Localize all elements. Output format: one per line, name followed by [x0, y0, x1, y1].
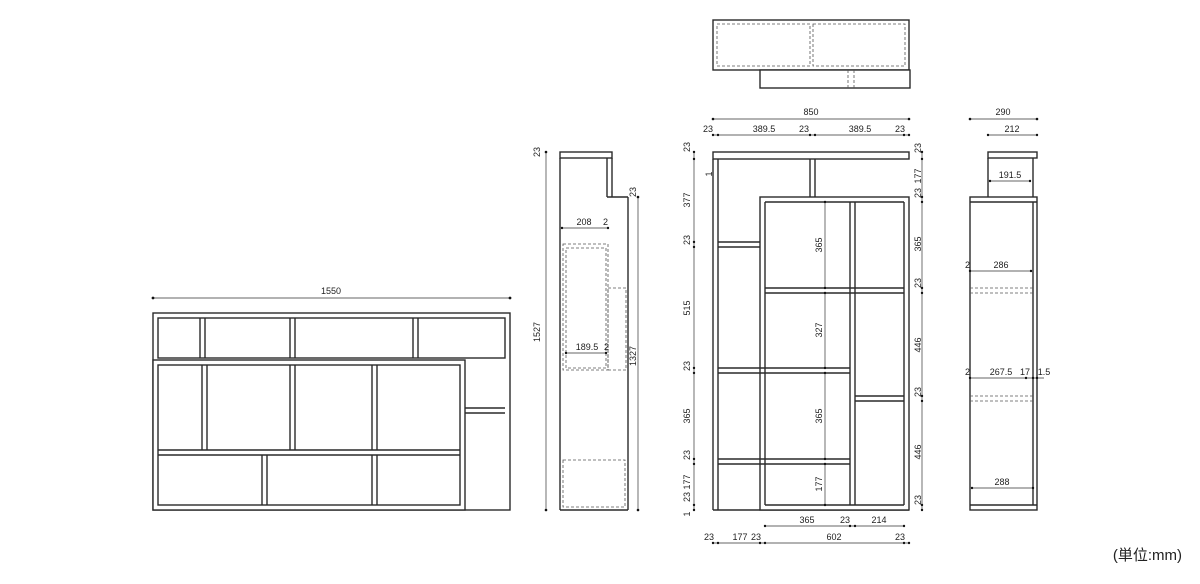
elev-right-dim-8: 23	[913, 495, 923, 505]
rs-shelf2-b-label: 1.5	[1038, 367, 1051, 377]
elev-bottom-inner-2: 214	[871, 515, 886, 525]
elev-bottom-0: 23	[704, 532, 714, 542]
elev-left-dim-5: 365	[682, 408, 692, 423]
elev-right-dim-7: 446	[913, 444, 923, 459]
rs-top-inner-label: 191.5	[999, 170, 1022, 180]
side-upper-gap-label: 2	[603, 217, 608, 227]
side-lower-depth-label: 189.5	[576, 342, 599, 352]
side-view: 23 1527 23 1327 208 2 189.5 2	[532, 147, 640, 512]
elevation-top-left-label: 23	[703, 124, 713, 134]
elev-right-dim-6: 23	[913, 387, 923, 397]
elevation-view: 850 23 389.5 23 389.5 23	[682, 107, 924, 545]
elev-right-dim-0: 23	[913, 143, 923, 153]
elev-left-dim-4: 23	[682, 361, 692, 371]
elev-right-dim-3: 365	[913, 236, 923, 251]
elev-bottom-4: 23	[895, 532, 905, 542]
front-view: 1550	[151, 286, 512, 511]
elev-left-dim-8: 177	[682, 474, 692, 489]
unit-label: (単位:mm)	[1113, 547, 1182, 564]
elev-left-dim-2: 23	[682, 235, 692, 245]
right-side-view: 290 212 191.5 2 286 2 267.5 17 1.5 288	[965, 107, 1051, 511]
elev-inner-dim-2: 365	[814, 408, 824, 423]
rs-shelf2-gap-left-label: 2	[965, 367, 970, 377]
side-inner-height-label: 1327	[628, 346, 638, 366]
rs-shelf2-label: 267.5	[990, 367, 1013, 377]
elev-inner-dim-3: 177	[814, 476, 824, 491]
elevation-mid-label: 23	[799, 124, 809, 134]
elev-bottom-inner-1: 23	[840, 515, 850, 525]
side-step-label: 23	[628, 187, 638, 197]
elev-right-dim-4: 23	[913, 278, 923, 288]
rs-depth-label: 290	[995, 107, 1010, 117]
rs-shelf2-a-label: 17	[1020, 367, 1030, 377]
rs-top-depth-label: 212	[1004, 124, 1019, 134]
rs-bottom-label: 288	[994, 477, 1009, 487]
elev-left-dim-9: 1	[682, 511, 692, 516]
rs-shelf1-gap-label: 2	[965, 260, 970, 270]
elev-right-dim-2: 23	[913, 188, 923, 198]
elev-bottom-2: 23	[751, 532, 761, 542]
elev-left-dim-0: 23	[682, 142, 692, 152]
elev-inner-dim-1: 327	[814, 322, 824, 337]
elev-left-dim-3: 515	[682, 300, 692, 315]
elev-left-dim-10: 1	[704, 171, 714, 176]
side-upper-depth-label: 208	[576, 217, 591, 227]
elev-left-dim-1: 377	[682, 192, 692, 207]
elev-right-dim-5: 446	[913, 337, 923, 352]
elev-left-dim-7: 23	[682, 492, 692, 502]
elev-left-dim-6: 23	[682, 450, 692, 460]
rs-shelf1-label: 286	[993, 260, 1008, 270]
side-lower-gap-label: 2	[604, 342, 609, 352]
elevation-bay-right-label: 389.5	[849, 124, 872, 134]
elev-bottom-3: 602	[826, 532, 841, 542]
elev-bottom-1: 177	[732, 532, 747, 542]
elevation-top-right-label: 23	[895, 124, 905, 134]
side-height-label: 1527	[532, 322, 542, 342]
elevation-width-label: 850	[803, 107, 818, 117]
elev-right-dim-1: 177	[913, 168, 923, 183]
front-width-label: 1550	[321, 286, 341, 296]
elevation-bay-left-label: 389.5	[753, 124, 776, 134]
elev-inner-dim-0: 365	[814, 237, 824, 252]
side-top-label: 23	[532, 147, 542, 157]
elev-bottom-inner-0: 365	[799, 515, 814, 525]
top-view	[712, 19, 911, 89]
